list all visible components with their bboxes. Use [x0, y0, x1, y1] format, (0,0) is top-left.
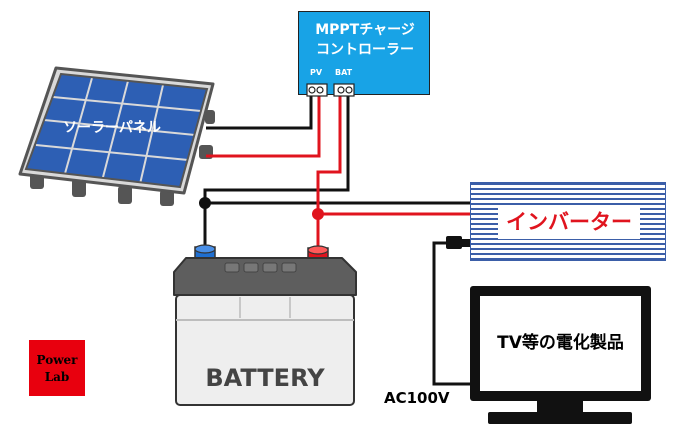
negative-wires [203, 93, 470, 255]
mppt-charge-controller: MPPTチャージ コントローラー PV BAT [298, 11, 430, 97]
controller-title: MPPTチャージ コントローラー [315, 22, 415, 58]
solar-panel-label: ソーラーパネル [63, 120, 161, 136]
solar-panel-stand [30, 110, 215, 206]
tv-appliance: TV等の電化製品 [470, 286, 651, 401]
positive-wires [206, 93, 470, 256]
ac-cable [432, 236, 470, 386]
bat-port-label: BAT [335, 68, 353, 77]
logo-line-1: Power [36, 353, 78, 367]
positive-junction [312, 208, 324, 220]
tv-screen: TV等の電化製品 [480, 296, 641, 391]
ac100v-label: AC100V [384, 389, 450, 407]
inverter-label: インバーター [506, 210, 632, 234]
tv-label: TV等の電化製品 [497, 333, 624, 353]
battery-label: BATTERY [205, 364, 325, 392]
power-lab-logo: Power Lab [29, 340, 85, 396]
negative-junction [199, 197, 211, 209]
controller-terminals [306, 83, 355, 97]
solar-panel [18, 66, 215, 195]
inverter: インバーター [470, 182, 666, 261]
logo-line-2: Lab [44, 370, 70, 384]
inverter-label-box: インバーター [498, 205, 640, 239]
tv-base [488, 412, 632, 424]
tv-stand [537, 401, 583, 415]
pv-port-label: PV [310, 68, 323, 77]
battery [173, 244, 357, 406]
